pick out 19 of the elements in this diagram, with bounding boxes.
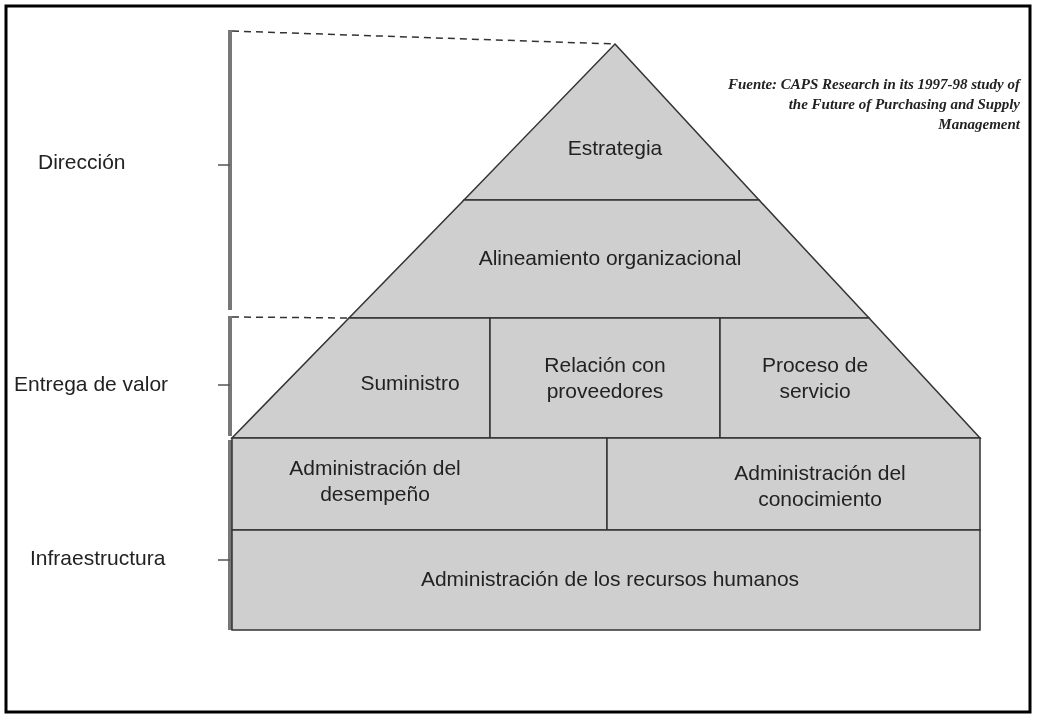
section-label: Estrategia	[566, 135, 664, 161]
pyramid-section	[232, 530, 980, 630]
pyramid-section	[607, 438, 980, 530]
pyramid-section	[490, 318, 720, 438]
level-label: Entrega de valor	[14, 372, 169, 396]
pyramid-section	[232, 438, 607, 530]
section-label: Administración del desempeño	[288, 455, 462, 507]
pyramid-section	[232, 318, 490, 438]
section-label: Suministro	[359, 370, 461, 396]
section-label: Proceso de servicio	[760, 352, 870, 404]
section-label: Relación con proveedores	[543, 352, 667, 404]
pyramid-section	[720, 318, 980, 438]
level-label: Dirección	[38, 150, 126, 174]
pyramid-section	[349, 200, 869, 318]
level-label: Infraestructura	[30, 546, 166, 570]
source-note: Fuente: CAPS Research in its 1997-98 study of the Future of Purchasing and Supply Management	[726, 75, 1020, 134]
section-label: Administración del conocimiento	[733, 460, 907, 512]
section-label: Alineamiento organizacional	[477, 245, 743, 271]
section-label: Administración de los recursos humanos	[419, 566, 801, 592]
